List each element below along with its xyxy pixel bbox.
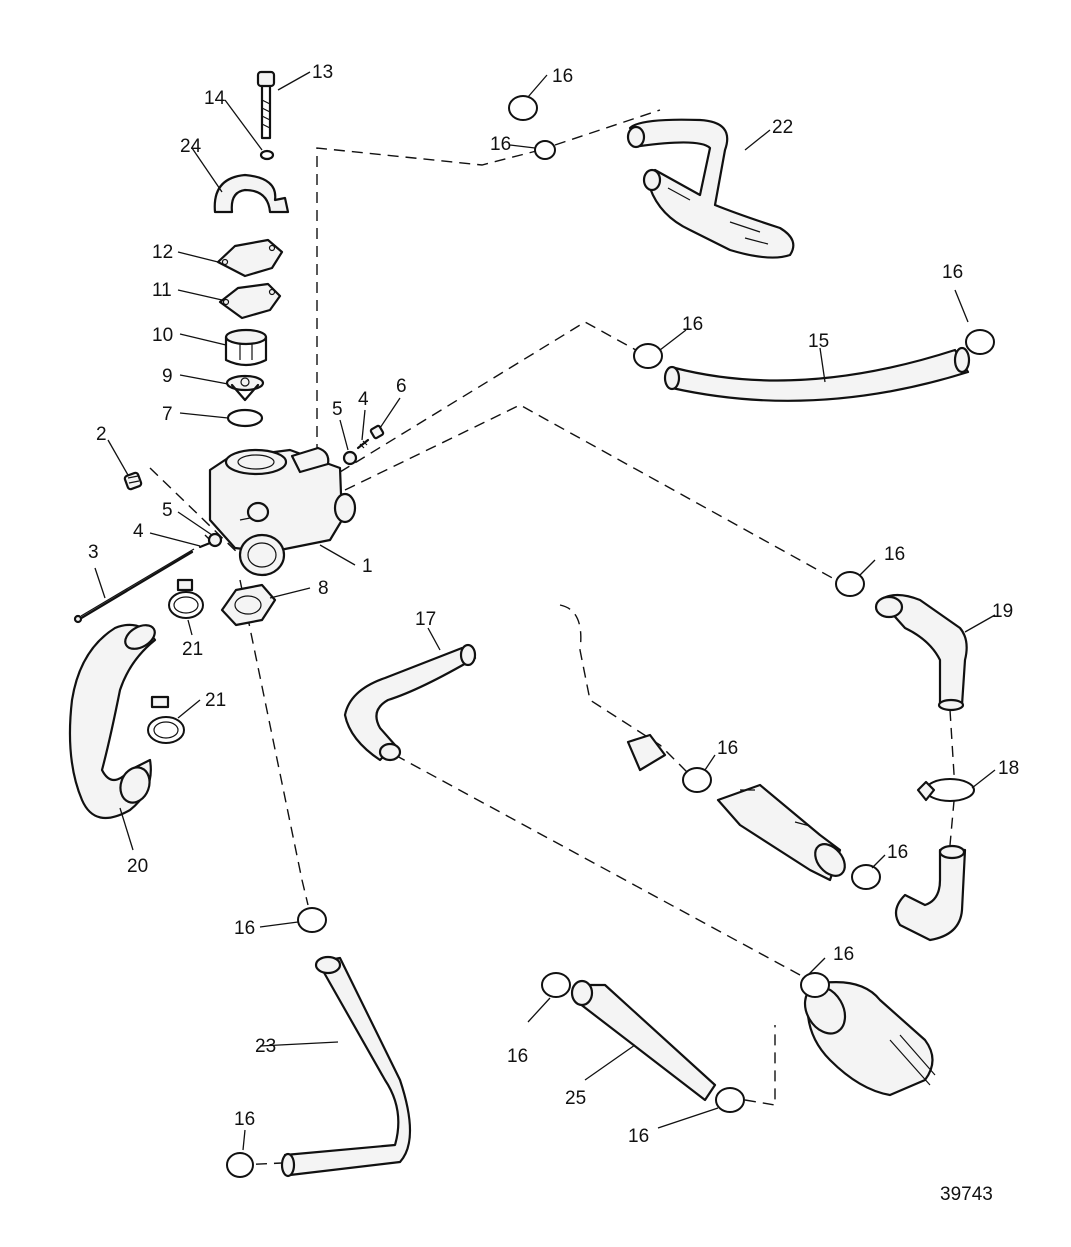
o-ring-7 [226,408,264,428]
bolt-13 [256,70,276,140]
callout-25: 25 [565,1088,586,1109]
callout-23: 23 [255,1036,276,1057]
callout-4b: 4 [133,521,144,542]
callout-15: 15 [808,331,829,352]
callout-16a: 16 [552,66,573,87]
callout-24: 24 [180,136,202,157]
callout-7: 7 [162,404,173,425]
hose-20 [68,623,157,820]
hose-15 [663,346,971,402]
callout-2: 2 [96,424,107,445]
callout-16k: 16 [507,1046,528,1067]
callout-16f: 16 [717,738,738,759]
callout-20: 20 [127,856,148,877]
callout-9: 9 [162,366,173,387]
hose-19 [874,593,968,712]
spring-4-upper [356,438,370,450]
washer-14 [259,149,275,161]
gasket-11 [218,282,282,320]
callout-3: 3 [88,542,99,563]
callout-18: 18 [998,758,1019,779]
callout-16d: 16 [942,262,963,283]
figure-number: 39743 [940,1184,993,1205]
callout-16b: 16 [490,134,511,155]
spring-4-lower [198,541,212,549]
water-housing-1 [208,446,357,577]
tube-23 [280,955,412,1178]
pump [803,981,936,1097]
cover-plate-12 [216,238,284,278]
callout-10: 10 [152,325,173,346]
ball-5-upper [342,450,358,466]
clip-18 [916,778,975,802]
callout-5b: 5 [162,500,173,521]
gasket-8 [220,583,277,627]
hose-17 [343,643,477,762]
callout-16j: 16 [833,944,854,965]
thermostat-housing-10 [224,328,268,367]
callout-8: 8 [318,578,329,599]
callout-14: 14 [204,88,226,109]
hose-lower-right [894,844,967,942]
callout-16i: 16 [234,1109,255,1130]
callout-16c: 16 [682,314,703,335]
callout-22: 22 [772,117,793,138]
callout-12: 12 [152,242,173,263]
ball-5-lower [207,532,223,548]
heat-exchanger [626,733,846,882]
callout-4a: 4 [358,389,369,410]
callout-labels: 13 14 24 12 11 10 9 7 2 5 4 6 5 4 1 8 3 … [88,62,1019,1205]
callout-16h: 16 [234,918,255,939]
hose-clamp-21-upper [168,578,204,619]
callout-16g: 16 [887,842,908,863]
leader-lines [94,71,996,1151]
callout-11: 11 [152,280,172,301]
callout-1: 1 [362,556,373,577]
callout-5a: 5 [332,399,343,420]
callout-13: 13 [312,62,333,83]
callout-21b: 21 [205,690,226,711]
hose-clamps-16 [226,95,995,1178]
bracket-24 [213,173,290,214]
hose-25 [570,979,717,1102]
tube-22 [626,118,795,259]
callout-21a: 21 [182,639,203,660]
hose-clamp-21-lower [147,695,185,744]
plug-2 [123,471,143,491]
thermostat-9 [225,374,265,402]
callout-17: 17 [415,609,436,630]
callout-16l: 16 [628,1126,649,1147]
plug-6 [369,424,385,440]
callout-6: 6 [396,376,407,397]
callout-19: 19 [992,601,1013,622]
rod-3 [73,548,195,624]
callout-16e: 16 [884,544,905,565]
